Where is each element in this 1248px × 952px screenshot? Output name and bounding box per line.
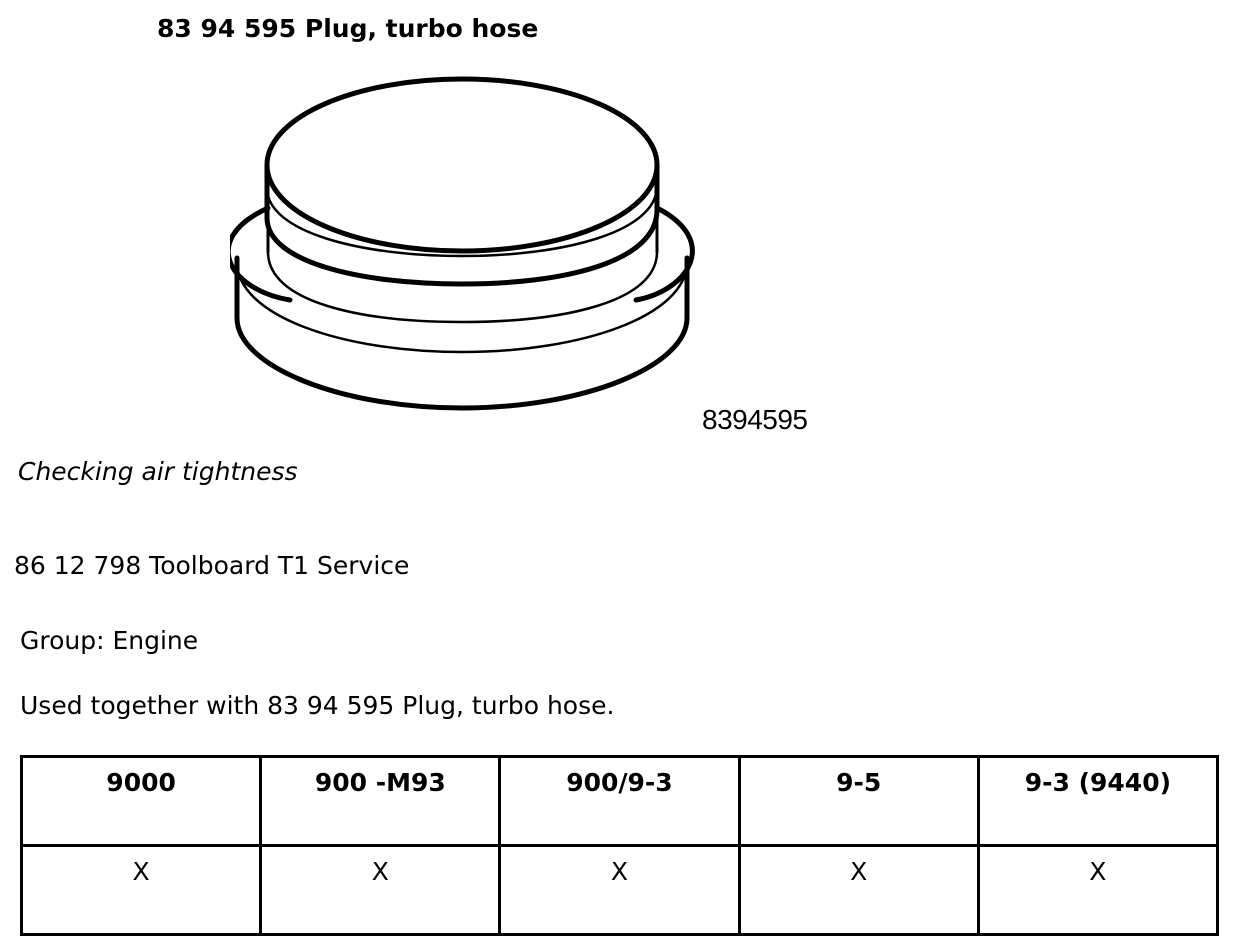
column-header: 900 -M93	[259, 755, 502, 847]
flange-inner-ellipse	[235, 260, 689, 354]
model-compatibility-table: 9000 900 -M93 900/9-3 9-5 9-3 (9440) X X…	[19, 755, 1220, 936]
column-header: 9-3 (9440)	[976, 755, 1220, 847]
table-cell: X	[498, 844, 741, 936]
column-header: 9000	[19, 755, 263, 847]
figure-caption: Checking air tightness	[18, 457, 298, 486]
cap-rim-inner	[265, 184, 659, 258]
figure-part-number: 8394595	[702, 404, 808, 435]
usage-note: Used together with 83 94 595 Plug, turbo…	[20, 691, 615, 720]
cap-top-ellipse	[264, 76, 660, 254]
table-cell: X	[259, 844, 502, 936]
table-cell: X	[976, 844, 1220, 936]
toolboard-heading: 86 12 798 Toolboard T1 Service	[14, 551, 410, 580]
table-cell: X	[19, 844, 263, 936]
neck-ellipse	[266, 250, 659, 324]
table-header-row: 9000 900 -M93 900/9-3 9-5 9-3 (9440)	[19, 755, 1220, 847]
flange-top-edge	[230, 205, 293, 303]
group-label: Group: Engine	[20, 626, 199, 655]
cap-rim-outer	[264, 207, 660, 287]
flange-right-edge	[633, 205, 695, 303]
column-header: 9-5	[737, 755, 980, 847]
table-cell: X	[737, 844, 980, 936]
plug-illustration	[230, 76, 695, 411]
page-title: 83 94 595 Plug, turbo hose	[157, 14, 539, 43]
column-header: 900/9-3	[498, 755, 741, 847]
flange-bottom	[234, 315, 690, 411]
table-row: X X X X X	[19, 844, 1220, 936]
